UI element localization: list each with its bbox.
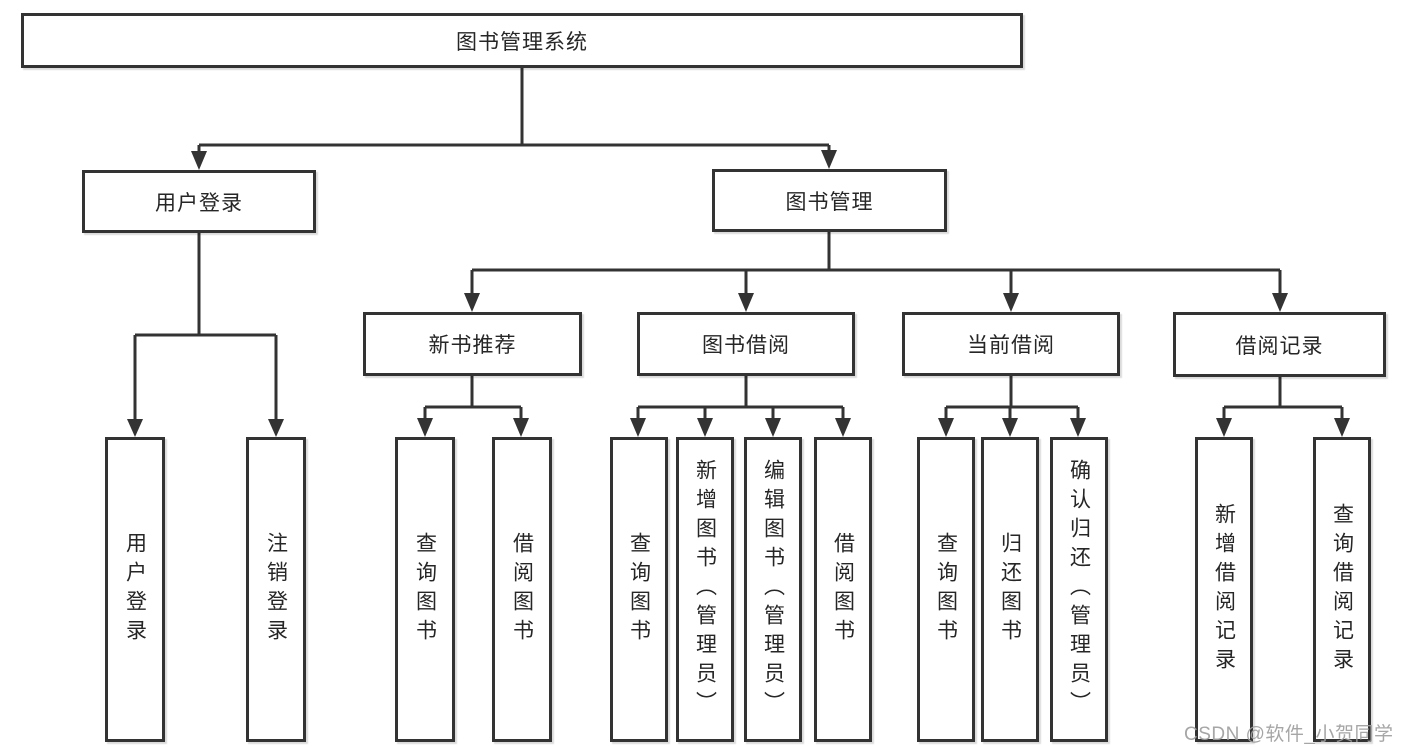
leaf-logout: 注销登录 xyxy=(246,437,306,742)
node-borrow-records: 借阅记录 xyxy=(1173,312,1386,377)
leaf-edit-books-admin: 编辑图书（管理员） xyxy=(744,437,802,742)
leaf-label: 新增借阅记录 xyxy=(1212,502,1236,677)
leaf-label: 编辑图书（管理员） xyxy=(761,459,785,720)
csdn-watermark: CSDN @软件_小贺同学 xyxy=(1184,724,1394,745)
node-root-system: 图书管理系统 xyxy=(21,13,1023,68)
leaf-label: 确认归还（管理员） xyxy=(1067,459,1091,720)
arrowheads xyxy=(127,150,1350,437)
leaf-add-books-admin: 新增图书（管理员） xyxy=(676,437,734,742)
leaf-query-books-recommend: 查询图书 xyxy=(395,437,455,742)
leaf-label: 查询图书 xyxy=(934,531,958,648)
node-book-management-group: 图书管理 xyxy=(712,169,947,232)
connector-path xyxy=(133,68,1344,420)
leaf-label: 借阅图书 xyxy=(831,531,855,648)
leaf-user-login: 用户登录 xyxy=(105,437,165,742)
leaf-query-books-current: 查询图书 xyxy=(917,437,975,742)
leaf-label: 查询图书 xyxy=(627,531,651,648)
leaf-label: 新增图书（管理员） xyxy=(693,459,717,720)
leaf-borrow-books: 借阅图书 xyxy=(814,437,872,742)
leaf-label: 注销登录 xyxy=(264,531,288,648)
leaf-return-books: 归还图书 xyxy=(981,437,1039,742)
leaf-label: 查询借阅记录 xyxy=(1330,502,1354,677)
leaf-label: 用户登录 xyxy=(123,531,147,648)
leaf-borrow-books-recommend: 借阅图书 xyxy=(492,437,552,742)
leaf-add-borrow-record: 新增借阅记录 xyxy=(1195,437,1253,742)
node-book-borrowing: 图书借阅 xyxy=(637,312,855,376)
leaf-confirm-return-admin: 确认归还（管理员） xyxy=(1050,437,1108,742)
node-current-borrowing: 当前借阅 xyxy=(902,312,1120,376)
leaf-query-books-borrowing: 查询图书 xyxy=(610,437,668,742)
node-new-book-recommend: 新书推荐 xyxy=(363,312,582,376)
leaf-label: 查询图书 xyxy=(413,531,437,648)
leaf-label: 归还图书 xyxy=(998,531,1022,648)
leaf-label: 借阅图书 xyxy=(510,531,534,648)
node-user-login-group: 用户登录 xyxy=(82,170,316,233)
leaf-query-borrow-record: 查询借阅记录 xyxy=(1313,437,1371,742)
